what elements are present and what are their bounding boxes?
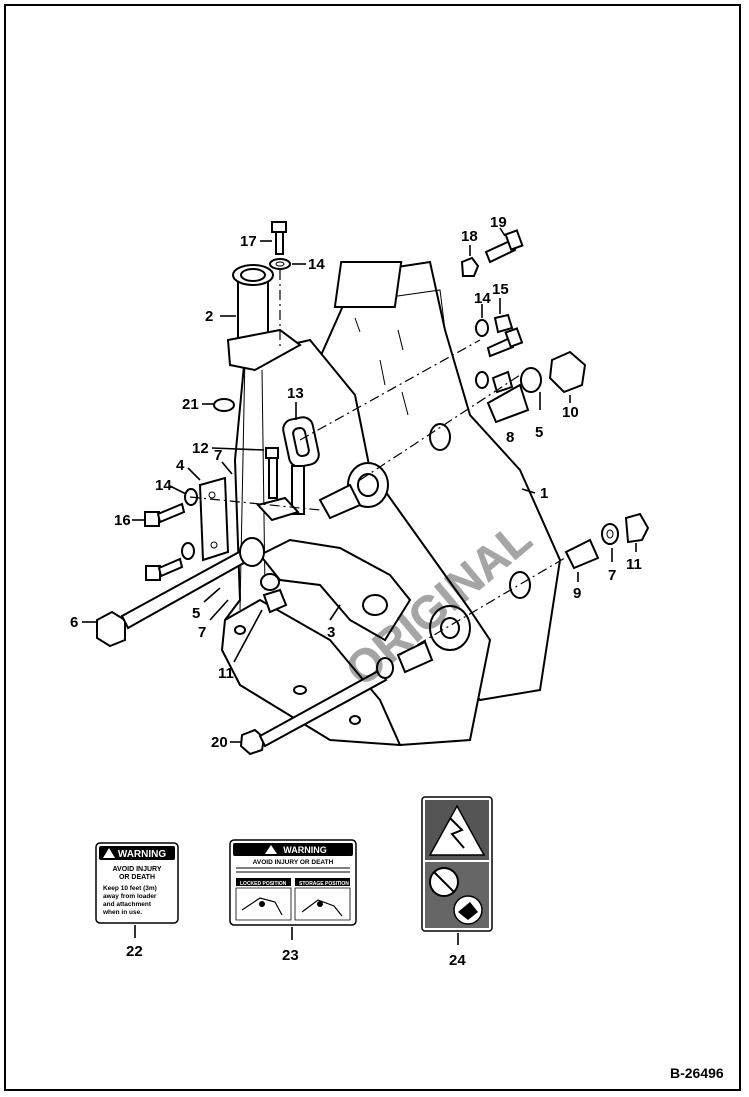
washers-lower-left xyxy=(260,573,288,614)
svg-text:OR DEATH: OR DEATH xyxy=(119,874,155,881)
bolt-16 xyxy=(144,488,198,527)
callout-18: 18 xyxy=(461,228,478,256)
decal-24: 24 xyxy=(421,796,493,969)
callout-5-left: 5 xyxy=(192,587,221,622)
svg-text:15: 15 xyxy=(492,281,509,298)
callout-19: 19 xyxy=(490,214,507,237)
callout-14-right: 14 xyxy=(474,290,491,318)
bolt-20 xyxy=(239,657,394,756)
svg-text:and attachment: and attachment xyxy=(103,901,152,908)
svg-text:LOCKED POSITION: LOCKED POSITION xyxy=(240,881,287,887)
callout-14-left: 14 xyxy=(155,477,187,495)
callout-4: 4 xyxy=(176,457,201,481)
svg-text:away from loader: away from loader xyxy=(103,893,157,900)
svg-text:Keep 10 feet (3m): Keep 10 feet (3m) xyxy=(103,885,157,892)
bushings xyxy=(318,462,471,674)
callout-13: 13 xyxy=(287,385,304,420)
svg-text:WARNING: WARNING xyxy=(283,845,327,855)
svg-text:10: 10 xyxy=(562,404,579,421)
svg-text:14: 14 xyxy=(474,290,491,307)
bolt-17 xyxy=(269,221,291,350)
svg-text:4: 4 xyxy=(176,457,185,474)
svg-text:19: 19 xyxy=(490,214,507,231)
svg-text:17: 17 xyxy=(240,233,257,250)
decal-22: WARNING AVOID INJURY OR DEATH Keep 10 fe… xyxy=(95,842,179,960)
svg-text:8: 8 xyxy=(506,429,514,446)
callout-9: 9 xyxy=(573,572,581,602)
warning-triangle-icon xyxy=(428,804,486,856)
callout-17: 17 xyxy=(240,233,272,250)
svg-text:14: 14 xyxy=(155,477,172,494)
bolt-left-lower xyxy=(145,542,195,581)
svg-text:5: 5 xyxy=(192,605,200,622)
svg-text:9: 9 xyxy=(573,585,581,602)
callout-7-upper: 7 xyxy=(214,447,233,475)
callout-12: 12 xyxy=(192,440,265,457)
svg-text:21: 21 xyxy=(182,396,199,413)
pin-12 xyxy=(256,447,300,522)
warning-triangle-icon xyxy=(103,848,115,858)
svg-text:6: 6 xyxy=(70,614,78,631)
callout-2: 2 xyxy=(205,308,236,325)
callout-11-right: 11 xyxy=(626,543,642,573)
svg-text:AVOID INJURY: AVOID INJURY xyxy=(112,866,161,873)
callout-6: 6 xyxy=(70,614,96,631)
callout-20: 20 xyxy=(211,734,242,751)
svg-text:20: 20 xyxy=(211,734,228,751)
callout-5-right: 5 xyxy=(535,392,543,441)
svg-text:22: 22 xyxy=(126,943,143,960)
svg-text:when in use.: when in use. xyxy=(102,909,142,916)
hardware-upper-right xyxy=(460,229,587,424)
svg-text:13: 13 xyxy=(287,385,304,402)
clip-21 xyxy=(213,398,235,412)
svg-text:18: 18 xyxy=(461,228,478,245)
callout-14-top: 14 xyxy=(292,256,325,273)
svg-text:14: 14 xyxy=(308,256,325,273)
svg-text:11: 11 xyxy=(626,556,642,573)
callout-16: 16 xyxy=(114,512,145,529)
pivot-pin xyxy=(226,264,302,372)
callout-15: 15 xyxy=(492,281,509,314)
warning-triangle-icon xyxy=(265,845,277,854)
svg-text:24: 24 xyxy=(449,952,466,969)
svg-text:12: 12 xyxy=(192,440,209,457)
svg-text:2: 2 xyxy=(205,308,213,325)
handle-13 xyxy=(282,416,320,515)
pad-4 xyxy=(198,476,230,562)
svg-text:AVOID INJURY OR DEATH: AVOID INJURY OR DEATH xyxy=(253,859,334,866)
callout-21: 21 xyxy=(182,396,214,413)
callout-7-right: 7 xyxy=(608,548,616,584)
svg-text:16: 16 xyxy=(114,512,131,529)
callout-7-lower: 7 xyxy=(198,599,229,641)
drawing-frame xyxy=(4,4,741,1091)
decal-23: WARNING AVOID INJURY OR DEATH LOCKED POS… xyxy=(229,839,357,964)
callout-8: 8 xyxy=(506,429,514,446)
svg-text:WARNING: WARNING xyxy=(118,849,167,860)
hardware-lower-right xyxy=(564,512,650,570)
bolt-6 xyxy=(96,537,265,648)
svg-text:7: 7 xyxy=(608,567,616,584)
svg-text:11: 11 xyxy=(218,665,234,682)
svg-text:3: 3 xyxy=(327,624,335,641)
svg-text:7: 7 xyxy=(214,447,222,464)
svg-text:1: 1 xyxy=(540,485,548,502)
callout-1: 1 xyxy=(521,485,548,502)
svg-text:7: 7 xyxy=(198,624,206,641)
callout-10: 10 xyxy=(562,395,579,421)
svg-text:23: 23 xyxy=(282,947,299,964)
svg-text:5: 5 xyxy=(535,424,543,441)
callout-11-left: 11 xyxy=(218,609,263,682)
svg-text:STORAGE POSITION: STORAGE POSITION xyxy=(299,881,349,887)
drawing-number: B-26496 xyxy=(670,1065,724,1081)
callout-3: 3 xyxy=(327,604,341,641)
